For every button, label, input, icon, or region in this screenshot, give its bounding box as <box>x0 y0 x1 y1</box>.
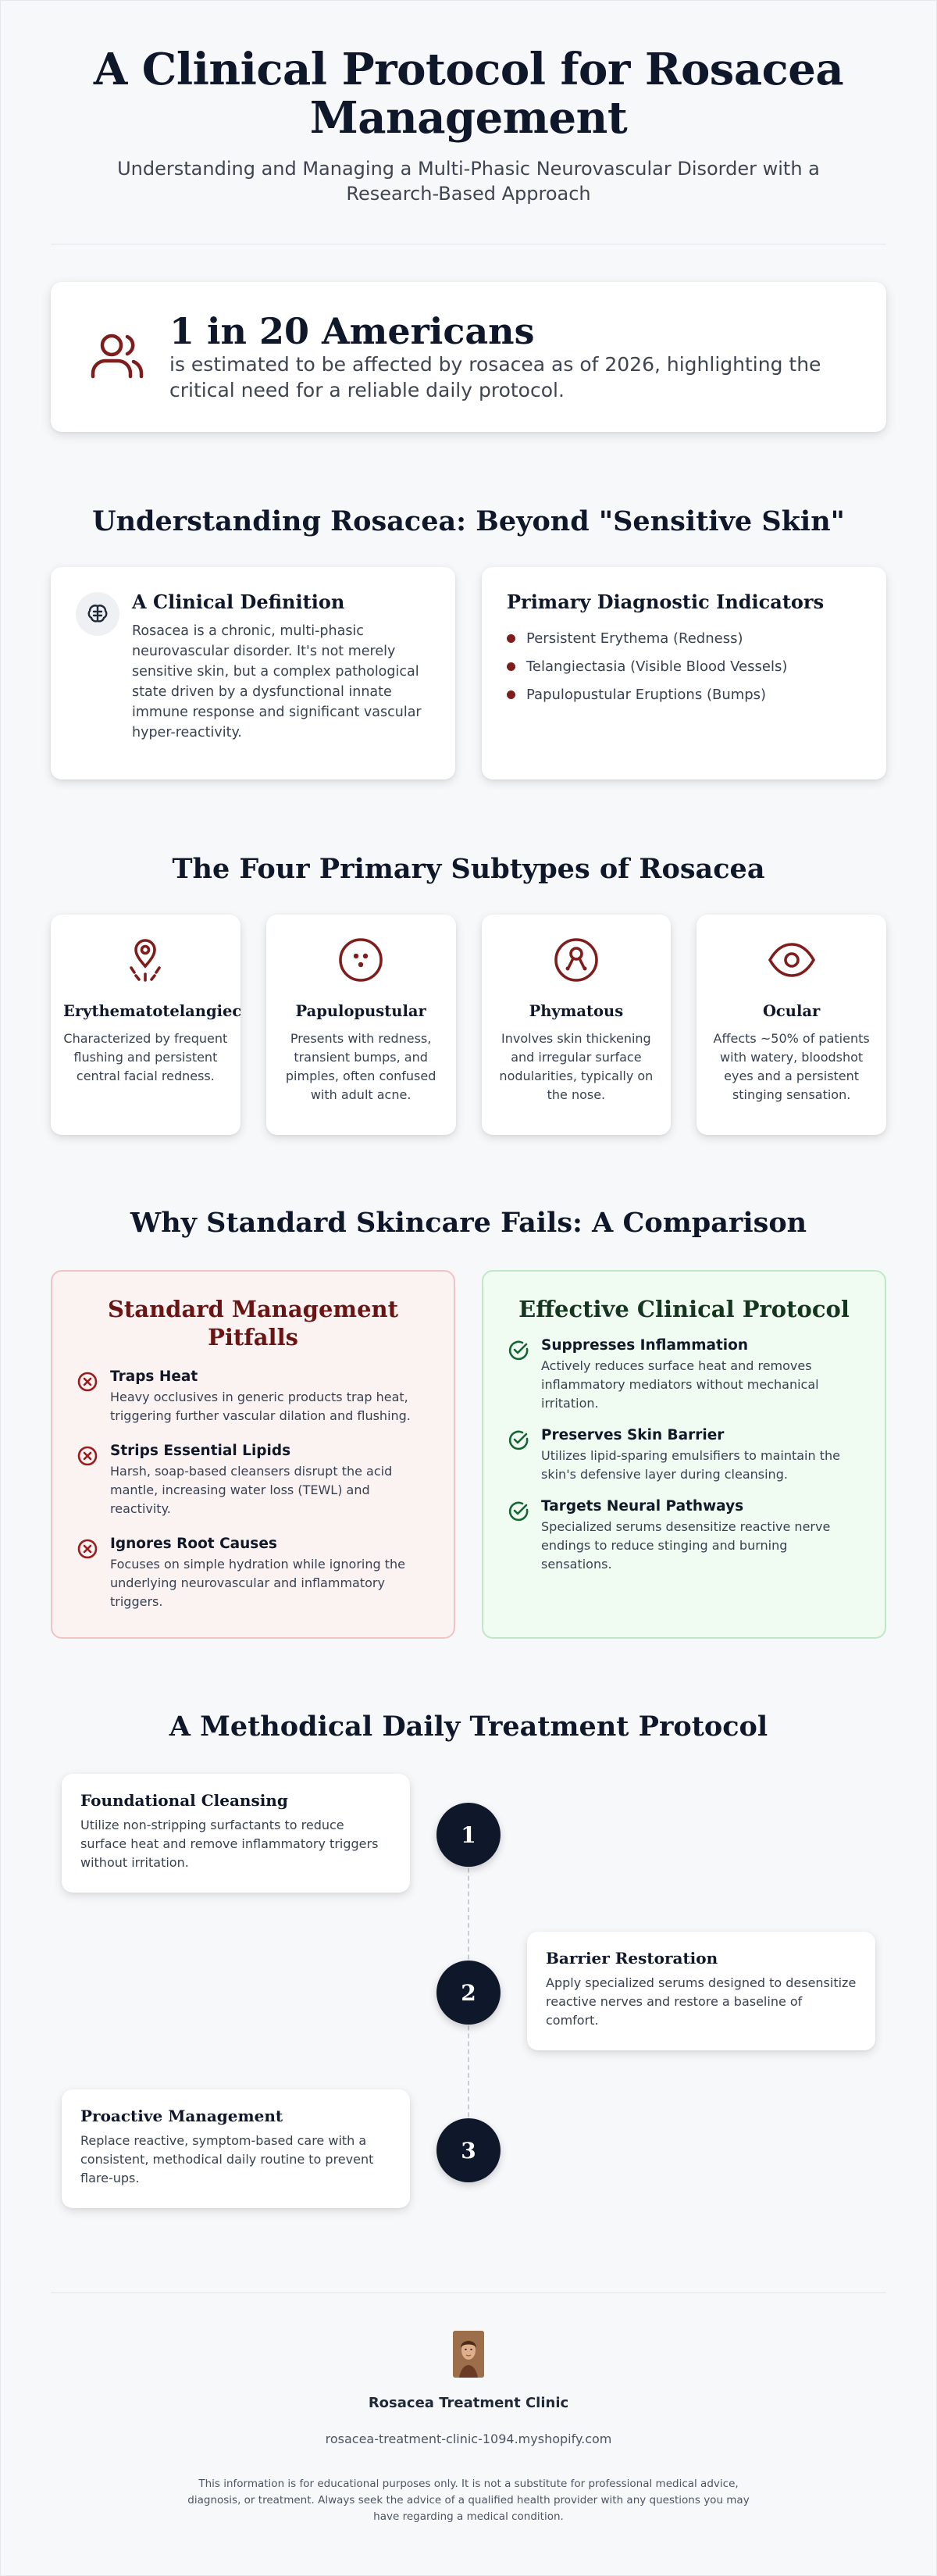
subtype-card: Phymatous Involves skin thickening and i… <box>481 915 672 1135</box>
step-card: Proactive Management Replace reactive, s… <box>62 2089 410 2208</box>
step-number: 3 <box>436 2118 501 2182</box>
check-circle-icon <box>508 1430 529 1450</box>
check-circle-icon <box>508 1501 529 1522</box>
stat-card: 1 in 20 Americans is estimated to be aff… <box>51 282 886 432</box>
disclaimer: This information is for educational purp… <box>187 2478 750 2523</box>
users-icon <box>91 334 144 379</box>
subtype-desc: Affects ~50% of patients with watery, bl… <box>713 1031 870 1102</box>
brain-icon <box>76 592 119 636</box>
understanding-title: Understanding Rosacea: Beyond "Sensitive… <box>92 505 845 537</box>
bullet-icon <box>507 662 515 671</box>
check-circle-icon <box>508 1340 529 1361</box>
dots-circle-icon <box>339 938 383 982</box>
subtype-card: Erythematotelangiectatic Characterized b… <box>51 915 240 1135</box>
definition-title: A Clinical Definition <box>132 590 345 613</box>
page-subtitle: Understanding and Managing a Multi-Phasi… <box>117 158 820 205</box>
subtypes-title: The Four Primary Subtypes of Rosacea <box>172 853 765 885</box>
clinic-name: Rosacea Treatment Clinic <box>368 2395 569 2411</box>
subtype-name: Ocular <box>762 1002 821 1020</box>
comparison-title: Why Standard Skincare Fails: A Compariso… <box>130 1207 807 1239</box>
divider <box>51 2292 886 2293</box>
protocol-panel: Effective Clinical Protocol Suppresses I… <box>482 1270 886 1639</box>
subtypes-section: Erythematotelangiectatic Characterized b… <box>51 915 886 1135</box>
x-circle-icon <box>77 1539 98 1559</box>
indicators-title: Primary Diagnostic Indicators <box>507 590 825 613</box>
understanding-section: A Clinical Definition Rosacea is a chron… <box>51 567 886 780</box>
subtype-name: Erythematotelangiectatic <box>63 1002 240 1020</box>
list-item: Telangiectasia (Visible Blood Vessels) <box>507 658 861 675</box>
bullet-icon <box>507 634 515 643</box>
subtype-card: Ocular Affects ~50% of patients with wat… <box>697 915 886 1135</box>
clinic-avatar <box>453 2331 484 2378</box>
location-flush-icon <box>130 939 162 982</box>
page-footer: Rosacea Treatment Clinic rosacea-treatme… <box>0 2331 937 2525</box>
page-header: A Clinical Protocol for Rosacea Manageme… <box>0 0 937 206</box>
nodule-circle-icon <box>554 938 598 982</box>
bullet-icon <box>507 690 515 699</box>
step-number: 2 <box>436 1961 501 2025</box>
step-card: Barrier Restoration Apply specialized se… <box>527 1932 875 2050</box>
protocol-panel-title: Effective Clinical Protocol <box>518 1296 850 1322</box>
pitfalls-title: Standard Management Pitfalls <box>107 1296 399 1350</box>
list-item: Persistent Erythema (Redness) <box>507 630 861 647</box>
stat-text: is estimated to be affected by rosacea a… <box>169 353 821 401</box>
definition-body: Rosacea is a chronic, multi-phasic neuro… <box>132 623 422 740</box>
protocol-title: A Methodical Daily Treatment Protocol <box>169 1711 768 1743</box>
step-card: Foundational Cleansing Utilize non-strip… <box>62 1774 410 1893</box>
subtype-desc: Involves skin thickening and irregular s… <box>499 1031 654 1102</box>
subtype-desc: Characterized by frequent flushing and p… <box>63 1031 228 1083</box>
clinic-url[interactable]: rosacea-treatment-clinic-1094.myshopify.… <box>325 2432 612 2446</box>
indicators-list: Persistent Erythema (Redness) Telangiect… <box>507 630 861 703</box>
list-item: Papulopustular Eruptions (Bumps) <box>507 687 861 703</box>
subtype-name: Phymatous <box>529 1002 624 1020</box>
eye-icon <box>768 943 815 977</box>
stat-headline: 1 in 20 Americans <box>169 310 535 352</box>
definition-card: A Clinical Definition Rosacea is a chron… <box>51 567 455 780</box>
protocol-timeline: Foundational Cleansing Utilize non-strip… <box>51 1774 886 2242</box>
subtype-card: Papulopustular Presents with redness, tr… <box>265 915 456 1135</box>
x-circle-icon <box>77 1372 98 1392</box>
indicators-card: Primary Diagnostic Indicators Persistent… <box>482 567 886 780</box>
subtype-name: Papulopustular <box>295 1002 426 1020</box>
x-circle-icon <box>77 1446 98 1466</box>
page-title: A Clinical Protocol for Rosacea Manageme… <box>93 44 844 144</box>
step-number: 1 <box>436 1803 501 1867</box>
subtype-desc: Presents with redness, transient bumps, … <box>285 1031 436 1102</box>
